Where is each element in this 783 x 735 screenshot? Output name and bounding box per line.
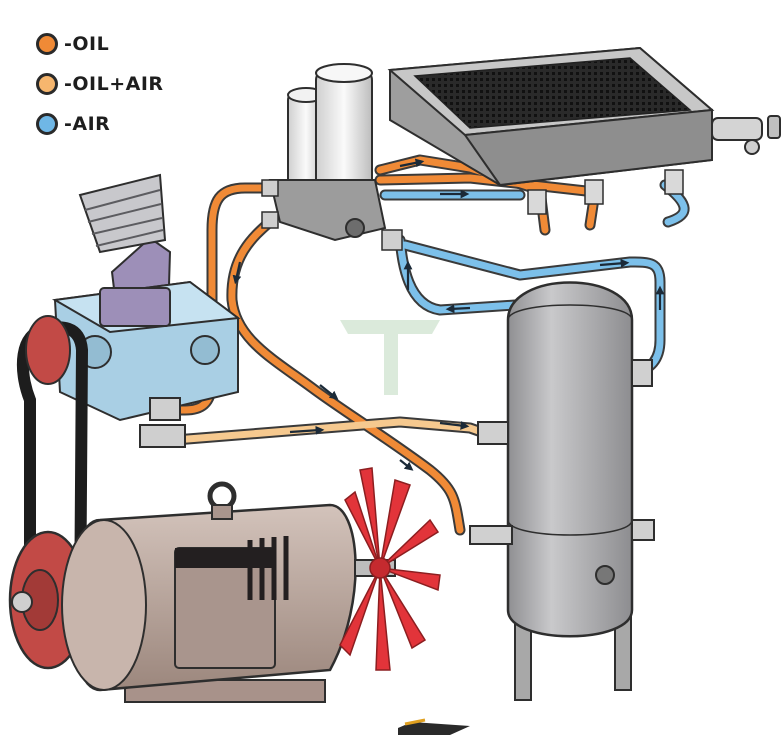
oil-line-from-tank [228,216,464,534]
oil-line-to-compressor [156,184,274,414]
legend: -OIL -OIL+AIR -AIR [36,24,164,144]
screw-compressor [51,280,241,448]
legend-label-oil-air: -OIL+AIR [64,73,164,95]
air-receiver-tank [469,281,655,701]
flow-arrow [439,421,470,430]
upper-pulley [25,315,71,385]
flow-arrows [232,158,665,471]
filter-bellows [78,173,167,254]
oil-swatch-icon [36,33,58,55]
oil-line-cooler-2 [376,174,599,229]
flow-arrow [599,258,630,268]
legend-label-air: -AIR [64,113,111,135]
flow-arrow [399,158,425,168]
watermark-logo [340,320,440,395]
legend-item-oil-air: -OIL+AIR [36,64,164,104]
flow-arrow [289,425,325,435]
bottom-logo-fragment [398,718,470,735]
flow-arrow [232,261,242,285]
flow-arrow [445,304,471,314]
electric-motor [61,481,396,703]
flow-arrow [319,384,339,400]
legend-label-oil: -OIL [64,33,110,55]
oil-air-line [171,418,494,444]
oil-separator [261,63,403,251]
legend-item-oil: -OIL [36,24,164,64]
flow-arrow [399,459,414,471]
cooling-fan [339,467,441,671]
legend-item-air: -AIR [36,104,164,144]
air-swatch-icon [36,113,58,135]
oil-air-swatch-icon [36,73,58,95]
oil-air-cooler [387,46,781,215]
cooler-valve [711,117,763,141]
